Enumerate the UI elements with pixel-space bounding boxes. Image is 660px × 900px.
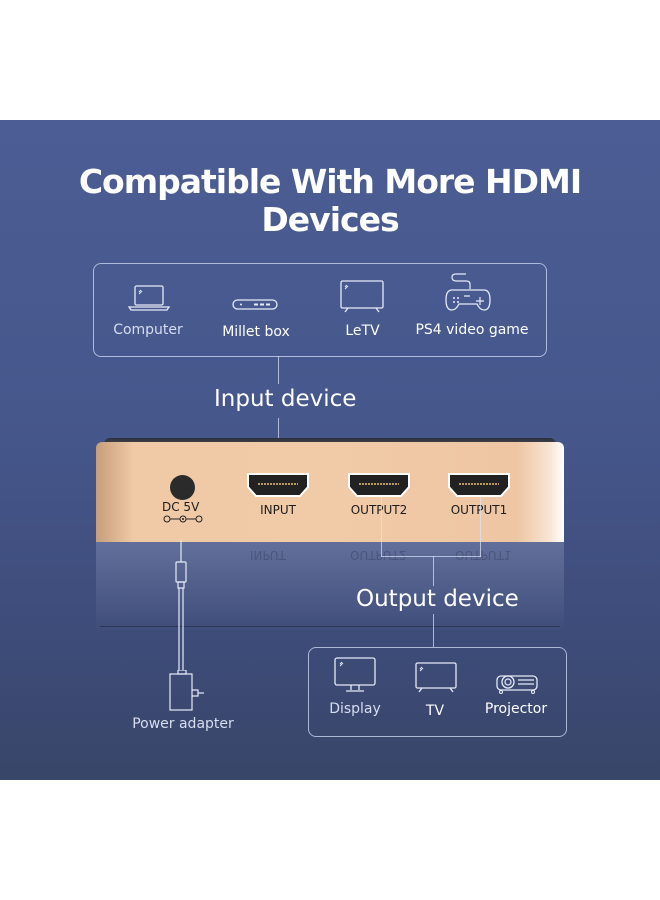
device-label: PS4 video game — [415, 322, 529, 338]
power-cable-icon — [175, 540, 187, 670]
power-adapter-label: Power adapter — [132, 716, 234, 732]
port-label: INPUT — [260, 503, 296, 517]
hdmi-output2-port — [348, 473, 410, 497]
port-label-reflection: OUTPUT2 — [350, 548, 407, 562]
connector-line — [381, 556, 481, 557]
splitter-reflection — [96, 542, 564, 632]
tv-icon — [340, 280, 384, 313]
set-top-box-icon — [232, 299, 278, 310]
floor-line — [100, 626, 560, 627]
monitor-icon — [334, 657, 376, 692]
hdmi-input-port — [247, 473, 309, 497]
port-label-reflection: OUTPUT1 — [455, 548, 512, 562]
input-devices-box — [93, 263, 547, 357]
connector-line — [433, 556, 434, 586]
device-display: Display — [322, 657, 388, 727]
connector-line — [433, 614, 434, 647]
projector-icon — [496, 675, 538, 694]
device-label: LeTV — [345, 323, 380, 339]
output-devices-box — [308, 647, 567, 737]
power-adapter-icon — [169, 670, 204, 711]
connector-line — [480, 497, 481, 557]
splitter-top-edge — [104, 438, 556, 445]
tv-icon — [415, 662, 457, 693]
device-ps4: PS4 video game — [414, 270, 530, 345]
headline-line-2: Devices — [261, 200, 399, 239]
connector-line — [381, 497, 382, 557]
device-projector: Projector — [478, 670, 554, 725]
port-label-reflection: INPUT — [250, 548, 286, 562]
device-tv: TV — [405, 662, 465, 727]
device-millet-box: Millet box — [216, 290, 296, 345]
dc-power-jack — [170, 475, 195, 500]
device-letv: LeTV — [325, 280, 400, 345]
port-label: OUTPUT1 — [450, 503, 508, 517]
device-label: Display — [329, 701, 381, 717]
laptop-icon — [127, 285, 171, 311]
device-label: Millet box — [222, 324, 290, 340]
headline-line-1: Compatible With More HDMI — [78, 162, 582, 201]
power-adapter: Power adapter — [120, 716, 246, 736]
gamepad-icon — [445, 273, 491, 311]
device-computer: Computer — [108, 282, 188, 342]
device-label: Computer — [113, 322, 183, 338]
polarity-icon — [163, 515, 203, 523]
port-label: OUTPUT2 — [350, 503, 408, 517]
dc-5v-label: DC 5V — [162, 500, 200, 514]
device-label: Projector — [484, 701, 548, 717]
device-label: TV — [425, 703, 445, 719]
hdmi-output1-port — [448, 473, 510, 497]
input-device-heading: Input device — [214, 386, 357, 412]
output-device-heading: Output device — [356, 586, 519, 612]
connector-line — [278, 356, 279, 384]
